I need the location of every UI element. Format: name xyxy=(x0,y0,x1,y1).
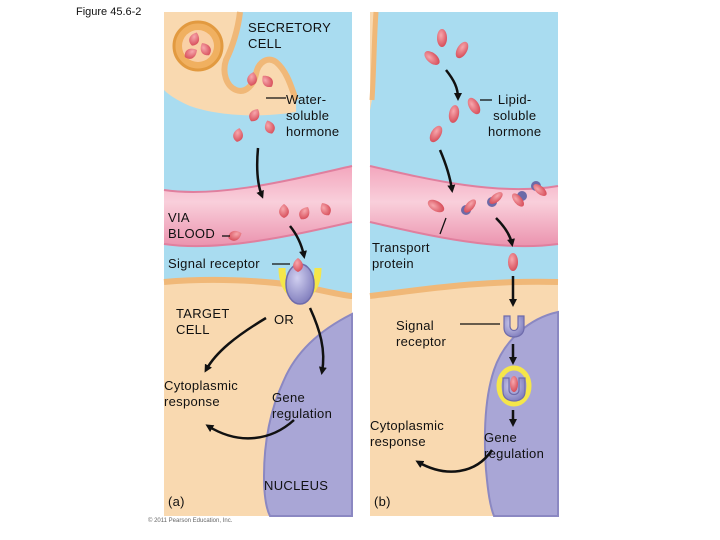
arrow-gene-to-cytoplasm xyxy=(205,419,295,440)
hormone xyxy=(320,203,331,216)
arrow-blood-to-receptor xyxy=(289,225,307,259)
arrow-to-cytoplasmic-response-b xyxy=(415,449,494,473)
blood-vessel-a xyxy=(164,166,352,247)
lipid-soluble-hormones xyxy=(424,29,518,271)
arrow-to-cytoplasmic-response xyxy=(204,316,267,373)
panel-b xyxy=(369,11,559,517)
target-cell-b-membrane xyxy=(369,278,559,299)
hormone xyxy=(262,75,273,88)
secretory-cell-label: SECRETORY CELL xyxy=(248,20,332,51)
arrow-blood-to-target xyxy=(495,217,515,247)
cytoplasmic-response-b-label: Cytoplasmic response xyxy=(370,418,445,449)
signal-receptor-b xyxy=(503,315,525,338)
receptor-complex xyxy=(502,377,526,402)
secretory-cell-membrane xyxy=(221,11,299,102)
arrows-a xyxy=(204,147,327,440)
signal-receptor-b-label: Signal receptor xyxy=(396,318,447,349)
transport-protein-label: Transport protein xyxy=(372,240,430,271)
panel-a-label: (a) xyxy=(168,494,185,509)
hormone xyxy=(247,72,257,86)
hormone xyxy=(533,184,547,196)
hormone xyxy=(228,230,242,241)
signal-receptor-a-label: Signal receptor xyxy=(168,256,260,271)
transport-proteins xyxy=(461,181,547,215)
water-soluble-hormone-label: Water- soluble hormone xyxy=(286,92,340,139)
hormone xyxy=(508,253,518,271)
nucleus-a xyxy=(262,312,353,517)
hormone xyxy=(249,109,260,122)
panel-b-label: (b) xyxy=(374,494,391,509)
hormone xyxy=(184,48,197,59)
hormone xyxy=(510,376,518,392)
figure-label: Figure 45.6-2 xyxy=(76,6,142,18)
hormone xyxy=(200,43,211,56)
arrow-secretion-to-blood xyxy=(255,147,264,199)
leaders-b xyxy=(439,99,500,325)
hormone xyxy=(464,199,476,213)
cytoplasmic-response-a-label: Cytoplasmic response xyxy=(164,378,239,409)
hormone xyxy=(512,193,524,207)
leader-transport-protein xyxy=(439,217,447,235)
nucleus-label: NUCLEUS xyxy=(264,478,329,493)
arrow-to-gene-regulation xyxy=(308,307,327,375)
lipid-soluble-hormone-label: Lipid- soluble hormone xyxy=(488,92,542,139)
hormone xyxy=(455,41,469,59)
or-label: OR xyxy=(274,312,295,327)
blood-vessel-a-edge-bottom xyxy=(163,221,353,248)
hormone xyxy=(429,125,443,143)
hormone xyxy=(437,29,447,47)
hormone xyxy=(299,207,310,220)
hormone xyxy=(489,192,503,204)
hormone xyxy=(293,258,303,272)
blood-vessel-b-edge-bottom xyxy=(369,221,559,248)
hormone xyxy=(448,105,460,123)
hormone xyxy=(427,199,445,213)
secretory-cell-b-membrane xyxy=(369,11,379,101)
hormone xyxy=(233,128,243,142)
hormone xyxy=(279,204,289,218)
gene-regulation-a-label: Gene regulation xyxy=(272,390,333,421)
blood-vessel-a-edge-top xyxy=(163,165,353,193)
leaders-a xyxy=(222,97,290,265)
water-soluble-hormones xyxy=(184,32,331,272)
hormone xyxy=(424,51,440,65)
arrows-b xyxy=(415,69,517,473)
via-blood-label: VIA BLOOD xyxy=(168,210,216,241)
gene-regulation-b-label: Gene regulation xyxy=(484,430,545,461)
receptor-complex-highlight xyxy=(496,365,532,407)
panel-a xyxy=(163,11,353,517)
arrow-lipid-to-blood xyxy=(438,149,456,193)
hormone xyxy=(264,120,275,134)
hormone xyxy=(467,97,481,115)
hormone xyxy=(189,32,200,46)
copyright-notice: © 2011 Pearson Education, Inc. xyxy=(148,518,233,524)
arrow-lipid-secretion xyxy=(445,69,462,101)
target-cell-label: TARGET CELL xyxy=(176,306,230,337)
